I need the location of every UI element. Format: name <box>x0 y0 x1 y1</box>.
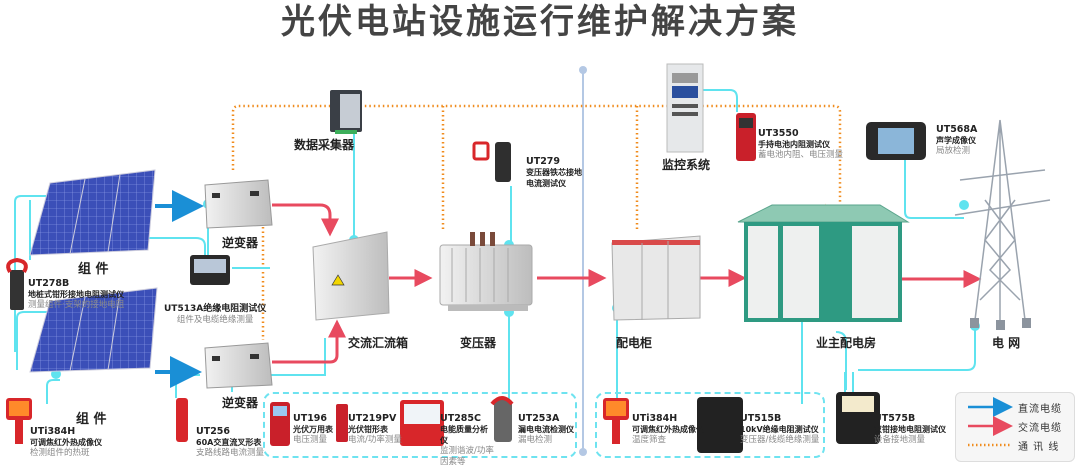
instrument-name: 光伏钳形表 <box>348 425 388 434</box>
instrument-desc: 设备接地测量 <box>874 435 926 445</box>
instrument-desc: 局放检测 <box>936 146 971 156</box>
instrument-name: 10kV绝缘电阻测试仪 <box>740 425 819 434</box>
legend-swatches <box>968 397 1013 447</box>
instrument-desc: 组件及电缆绝缘测量 <box>176 315 254 325</box>
instrument-desc: 支路线路电流测量 <box>196 448 265 458</box>
instrument-desc: 检测组件的热斑 <box>30 448 90 458</box>
instrument-model: UT278B <box>28 278 70 289</box>
section-divider <box>579 66 587 456</box>
instrument-model: UT568A <box>936 124 978 135</box>
ac-cables <box>272 203 982 364</box>
instrument-name: 变压器铁芯接地电流测试仪 <box>526 168 582 188</box>
instrument-ut515b: UT515B 10kV绝缘电阻测试仪 变压器/线缆绝缘测量 <box>740 413 819 446</box>
instrument-name: 电能质量分析仪 <box>440 425 488 445</box>
instrument-desc: 蓄电池内阻、电压测量 <box>758 150 844 160</box>
grid-label: 电 网 <box>992 336 1021 350</box>
instrument-model: UT575B <box>874 413 916 424</box>
ac-side-instrument-group <box>595 392 825 458</box>
ac-combiner-image <box>312 231 390 321</box>
solar-panel-bottom <box>29 287 158 373</box>
instrument-uti384h-left: UTi384H 可调焦红外热成像仪 检测组件的热斑 <box>30 426 102 459</box>
instrument-ut253a: UT253A 漏电电流检测仪 漏电检测 <box>518 413 574 446</box>
instrument-ut196: UT196 光伏万用表 电压测量 <box>293 413 333 446</box>
inverter-bottom-label: 逆变器 <box>222 396 259 410</box>
instrument-model: UT3550 <box>758 128 799 139</box>
module-top-label: 组 件 <box>78 262 109 277</box>
instrument-model: UT279 <box>526 156 561 167</box>
instrument-model: UT285C <box>440 413 481 424</box>
instrument-desc: 监测谐波/功率因素等 <box>440 446 494 467</box>
instrument-name: 光伏万用表 <box>293 425 333 434</box>
instrument-name: 声学成像仪 <box>936 136 976 145</box>
legend-dc-label: 直流电缆 <box>1018 404 1062 415</box>
instrument-desc: 电流/功率测量 <box>348 435 402 445</box>
transformer-image <box>439 232 533 311</box>
instrument-ut278b: UT278B 地桩式钳形接地电阻测试仪 测量组件·支架的接地电阻 <box>28 278 124 311</box>
probe-lines <box>14 89 976 404</box>
instrument-ut285c: UT285C 电能质量分析仪 监测谐波/功率因素等 <box>440 413 494 468</box>
dc-cables <box>155 190 204 388</box>
legend: 直流电缆 交流电缆 通 讯 线 <box>955 392 1075 462</box>
inverter-top-image <box>204 179 273 229</box>
instrument-desc: 温度筛查 <box>632 435 667 445</box>
page-title: 光伏电站设施运行维护解决方案 <box>281 2 799 42</box>
module-bottom-label: 组 件 <box>76 412 107 427</box>
instrument-ut256: UT256 60A交直流叉形表 支路线路电流测量 <box>196 426 264 459</box>
data-collector-image <box>330 90 362 134</box>
owner-substation-image <box>737 204 910 322</box>
tower-footings <box>970 318 1031 330</box>
instrument-desc: 电压测量 <box>293 435 328 445</box>
instrument-desc: 变压器/线缆绝缘测量 <box>740 435 820 445</box>
legend-comm-label: 通 讯 线 <box>1018 442 1060 453</box>
instrument-model: UT253A <box>518 413 560 424</box>
instrument-ut3550: UT3550 手持电池内阻测试仪 蓄电池内阻、电压测量 <box>758 128 843 161</box>
instrument-desc: 漏电检测 <box>518 435 553 445</box>
instrument-model: UTi384H <box>632 413 678 424</box>
instrument-model: UTi384H <box>30 426 76 437</box>
instrument-model: UT256 <box>196 426 231 437</box>
instrument-model: UT219PV <box>348 413 397 424</box>
instrument-name: 60A交直流叉形表 <box>196 438 262 447</box>
instrument-model: UT196 <box>293 413 328 424</box>
instrument-model: UT513A绝缘电阻测试仪 <box>164 304 267 314</box>
instrument-name: 手持电池内阻测试仪 <box>758 140 830 149</box>
instrument-name: 可调焦红外热成像仪 <box>632 425 704 434</box>
instrument-name: 漏电电流检测仪 <box>518 425 574 434</box>
instrument-images <box>6 113 926 453</box>
instrument-name: 可调焦红外热成像仪 <box>30 438 102 447</box>
monitoring-cabinet-image <box>666 63 704 153</box>
inverter-bottom-image <box>204 342 273 389</box>
instrument-ut575b: UT575B 双钳接地电阻测试仪 设备接地测量 <box>874 413 946 446</box>
instrument-name: 地桩式钳形接地电阻测试仪 <box>28 290 124 299</box>
legend-ac-label: 交流电缆 <box>1018 423 1062 434</box>
dc-side-instrument-group <box>263 392 577 458</box>
data-collector-label: 数据采集器 <box>294 138 355 152</box>
monitoring-label: 监控系统 <box>662 158 711 172</box>
switchgear-label: 配电柜 <box>616 336 653 350</box>
inverter-top-label: 逆变器 <box>222 236 259 250</box>
instrument-ut279: UT279 变压器铁芯接地电流测试仪 <box>526 156 586 189</box>
instrument-ut568a: UT568A 声学成像仪 局放检测 <box>936 124 977 157</box>
transformer-label: 变压器 <box>460 336 497 350</box>
instrument-model: UT515B <box>740 413 782 424</box>
ac-combiner-label: 交流汇流箱 <box>348 336 409 350</box>
switchgear-image <box>611 235 701 321</box>
instrument-ut513a: UT513A绝缘电阻测试仪 组件及电缆绝缘测量 <box>164 304 266 326</box>
solar-panel-top <box>29 169 156 256</box>
instrument-uti384h-right: UTi384H 可调焦红外热成像仪 温度筛查 <box>632 413 704 446</box>
owner-substation-label: 业主配电房 <box>816 336 877 350</box>
transmission-tower-image <box>954 119 1051 321</box>
instrument-name: 双钳接地电阻测试仪 <box>874 425 946 434</box>
instrument-desc: 测量组件·支架的接地电阻 <box>28 300 125 310</box>
instrument-ut219pv: UT219PV 光伏钳形表 电流/功率测量 <box>348 413 402 446</box>
